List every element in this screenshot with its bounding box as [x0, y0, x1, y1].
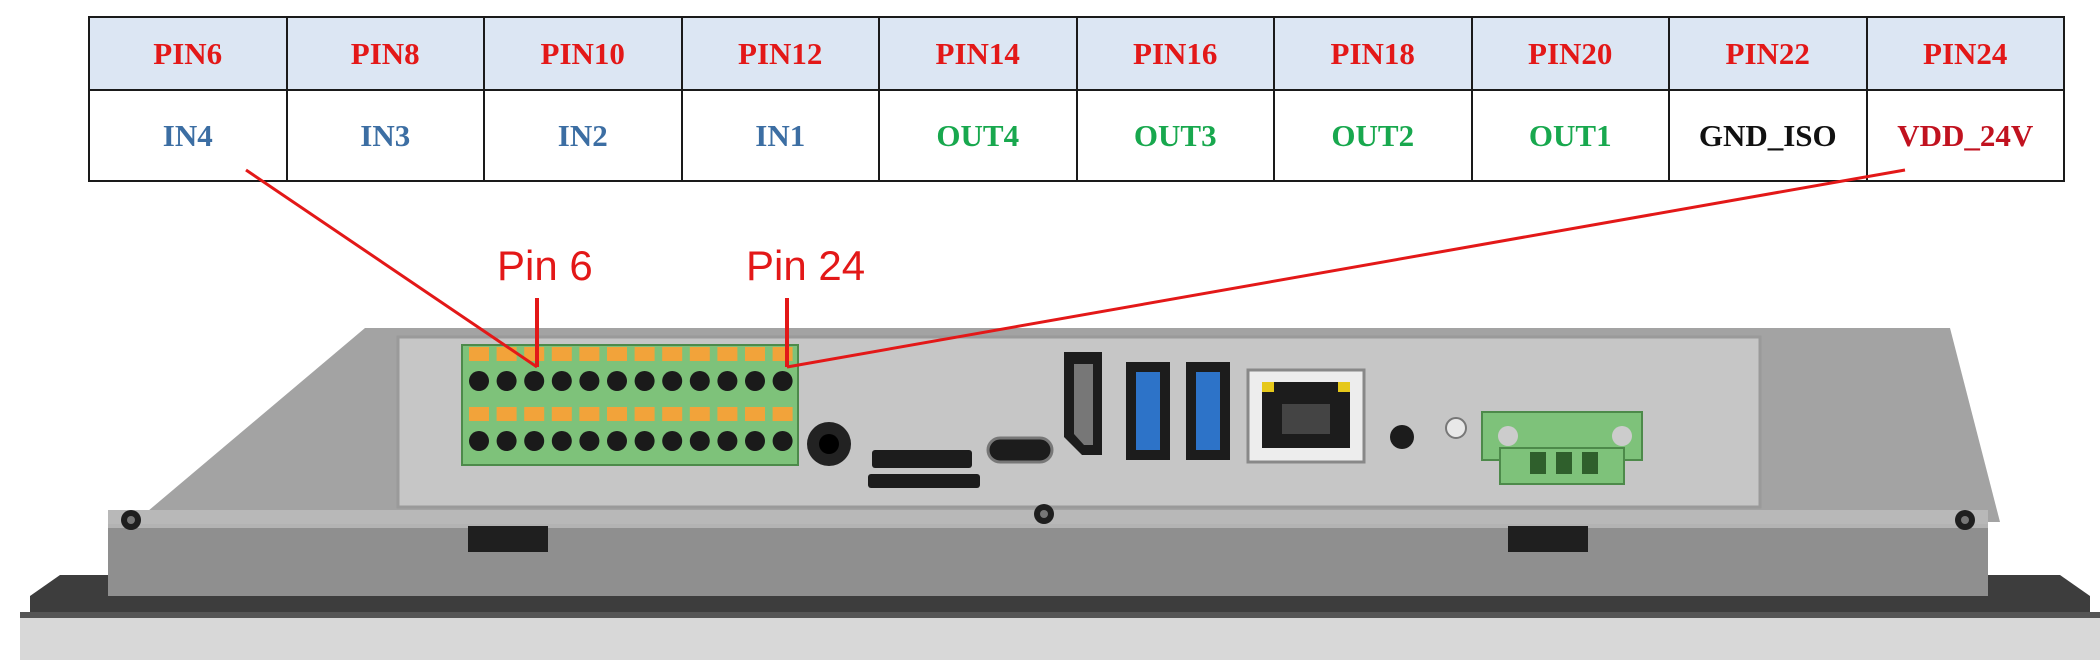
device-base-line — [20, 612, 2100, 618]
device-lower-chassis-edge — [108, 522, 1988, 528]
terminal-wire-hole — [745, 431, 765, 451]
terminal-release-tab — [689, 407, 710, 421]
pin-header-cell: PIN20 — [1470, 16, 1670, 91]
terminal-wire-hole — [469, 431, 489, 451]
terminal-wire-hole — [607, 431, 627, 451]
signal-cell: IN2 — [483, 89, 683, 182]
terminal-release-tab — [579, 347, 600, 361]
hdmi-port — [1064, 352, 1102, 455]
terminal-release-tab — [607, 347, 627, 361]
callout-pin-6: Pin 6 — [497, 242, 593, 289]
terminal-wire-hole — [551, 371, 572, 391]
terminal-wire-hole — [469, 371, 489, 391]
leader-line-in4 — [245, 168, 538, 369]
terminal-wire-hole — [496, 431, 517, 451]
callout-pin-24: Pin 24 — [746, 242, 866, 289]
terminal-wire-hole — [717, 431, 738, 451]
signal-cell: OUT1 — [1470, 89, 1670, 182]
signal-cell: IN1 — [680, 89, 880, 182]
mounting-screw — [121, 510, 141, 530]
terminal-release-tab — [551, 407, 572, 421]
bracket-slot — [1508, 526, 1588, 552]
pin-header-cell: PIN14 — [878, 16, 1078, 91]
mounting-screw — [1034, 504, 1054, 524]
terminal-release-tab — [745, 347, 765, 361]
pin-mapping-table: PIN6 PIN8 PIN10 PIN12 PIN14 PIN16 PIN18 … — [88, 16, 2065, 182]
pin-header-cell: PIN6 — [88, 16, 288, 91]
terminal-wire-hole — [524, 431, 545, 451]
signal-cell: VDD_24V — [1865, 89, 2065, 182]
power-button — [1390, 425, 1414, 449]
status-led — [1445, 417, 1467, 439]
terminal-release-tab — [551, 347, 572, 361]
terminal-wire-hole — [772, 431, 793, 451]
terminal-release-tab — [496, 407, 517, 421]
device-base-strip — [20, 615, 2100, 660]
leader-line-vdd-24v — [786, 168, 1906, 369]
pin-number-row: PIN6 PIN8 PIN10 PIN12 PIN14 PIN16 PIN18 … — [88, 16, 2065, 91]
signal-cell: OUT4 — [878, 89, 1078, 182]
terminal-block — [461, 344, 799, 466]
usb-a-port — [1186, 362, 1230, 460]
terminal-release-tab — [745, 407, 765, 421]
terminal-wire-hole — [634, 431, 655, 451]
sim-card-slot — [868, 474, 980, 488]
signal-row: IN4 IN3 IN2 IN1 OUT4 OUT3 OUT2 OUT1 GND_… — [88, 89, 2065, 182]
terminal-wire-hole — [745, 371, 765, 391]
signal-cell: IN4 — [88, 89, 288, 182]
terminal-wire-hole — [607, 371, 627, 391]
usb-c-port — [986, 436, 1054, 464]
terminal-release-tab — [524, 347, 545, 361]
signal-cell: OUT2 — [1273, 89, 1473, 182]
terminal-release-tab — [662, 407, 683, 421]
device-lower-chassis — [108, 522, 1988, 596]
mounting-screw — [1955, 510, 1975, 530]
pin-header-cell: PIN24 — [1865, 16, 2065, 91]
terminal-release-tab — [607, 407, 627, 421]
terminal-release-tab — [469, 347, 489, 361]
terminal-wire-hole — [524, 371, 545, 391]
terminal-release-tab — [579, 407, 600, 421]
terminal-wire-hole — [689, 371, 710, 391]
terminal-release-tab — [634, 347, 655, 361]
terminal-wire-hole — [662, 431, 683, 451]
pin-header-cell: PIN18 — [1273, 16, 1473, 91]
terminal-wire-hole — [634, 371, 655, 391]
terminal-release-tab — [524, 407, 545, 421]
pin-header-cell: PIN16 — [1075, 16, 1275, 91]
signal-cell: GND_ISO — [1668, 89, 1868, 182]
terminal-release-tab — [634, 407, 655, 421]
audio-jack — [807, 422, 851, 466]
terminal-release-tab — [689, 347, 710, 361]
terminal-wire-hole — [579, 371, 600, 391]
terminal-release-tab — [717, 407, 738, 421]
pin-header-cell: PIN22 — [1668, 16, 1868, 91]
bracket-slot — [468, 526, 548, 552]
pin-header-cell: PIN12 — [680, 16, 880, 91]
signal-cell: OUT3 — [1075, 89, 1275, 182]
signal-cell: IN3 — [285, 89, 485, 182]
terminal-wire-hole — [496, 371, 517, 391]
terminal-release-tab — [717, 347, 738, 361]
terminal-wire-hole — [551, 431, 572, 451]
terminal-wire-hole — [689, 431, 710, 451]
terminal-wire-hole — [662, 371, 683, 391]
pin-header-cell: PIN10 — [483, 16, 683, 91]
terminal-release-tab — [662, 347, 683, 361]
terminal-wire-hole — [579, 431, 600, 451]
terminal-wire-hole — [717, 371, 738, 391]
power-terminal — [1481, 411, 1643, 485]
terminal-release-tab — [496, 347, 517, 361]
terminal-wire-hole — [772, 371, 793, 391]
pin-header-cell: PIN8 — [285, 16, 485, 91]
sd-card-slot — [872, 450, 972, 468]
terminal-release-tab — [772, 347, 793, 361]
usb-a-port — [1126, 362, 1170, 460]
terminal-release-tab — [772, 407, 793, 421]
terminal-release-tab — [469, 407, 489, 421]
ethernet-port — [1246, 368, 1366, 464]
